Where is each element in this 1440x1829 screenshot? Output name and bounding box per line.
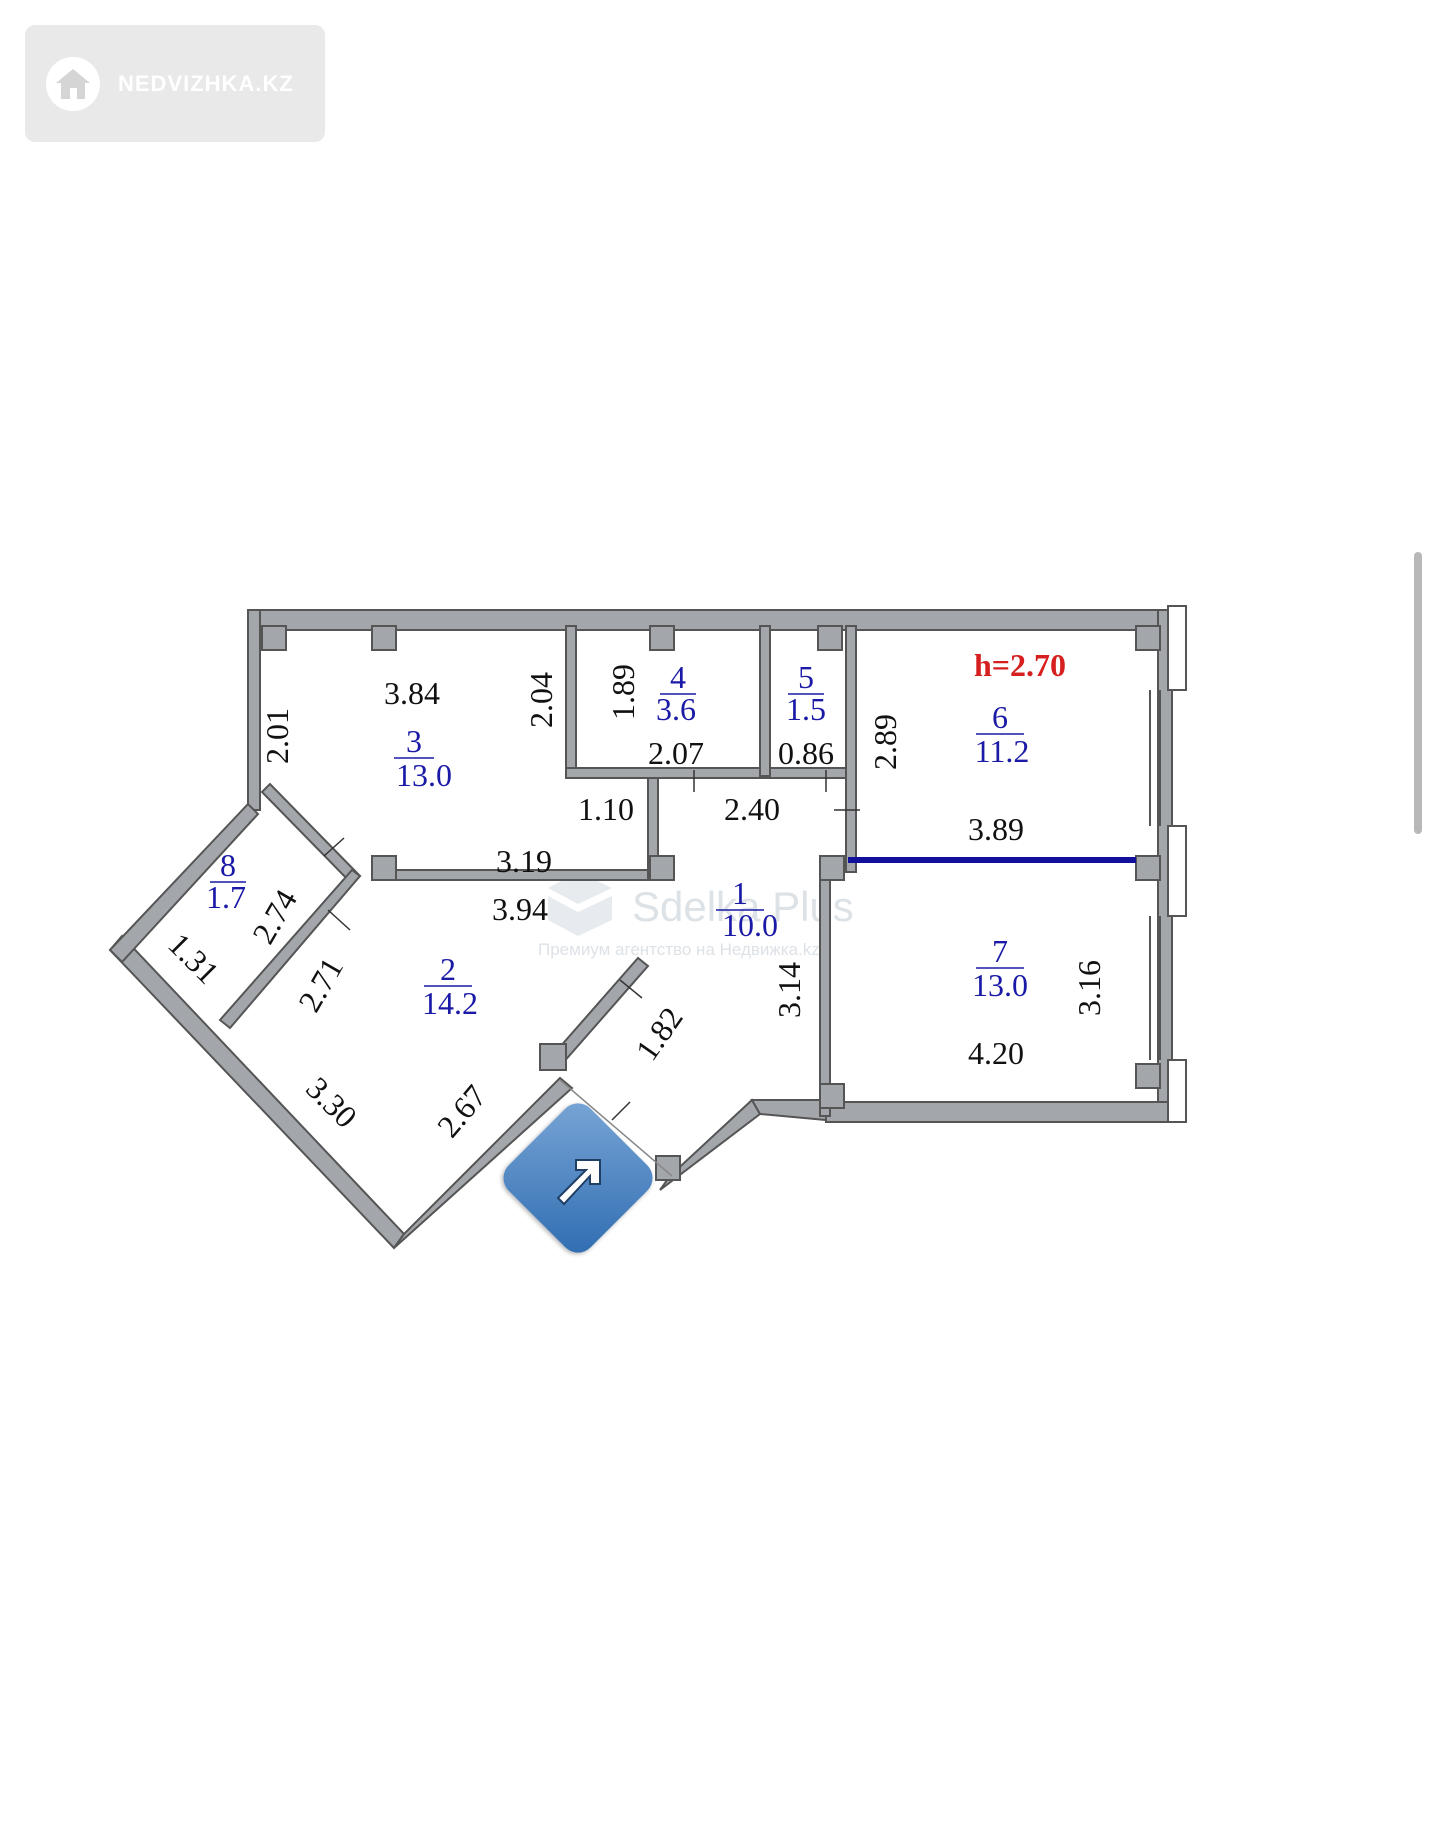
dim-room5-width: 0.86 (778, 735, 834, 771)
window-frame (1167, 605, 1187, 691)
room-6-area: 11.2 (975, 733, 1030, 769)
watermark-subtitle: Премиум агентство на Недвижка.kz (538, 940, 820, 959)
dim-room6-side: 2.89 (867, 714, 903, 770)
dim-room4-width: 2.07 (648, 735, 704, 771)
room-8-area: 1.7 (206, 879, 246, 915)
dim-hall-top: 2.40 (724, 791, 780, 827)
dim-room2-top: 3.94 (492, 891, 548, 927)
room-2-number: 2 (440, 951, 456, 987)
room-8-number: 8 (220, 847, 236, 883)
dim-hall-door: 1.10 (578, 791, 634, 827)
balcony-west-wall (108, 802, 260, 964)
dim-room4-side: 1.89 (605, 664, 641, 720)
windows (1149, 605, 1187, 1123)
south-wall-left (393, 1076, 574, 1249)
dim-room7-side: 3.16 (1071, 960, 1107, 1016)
room-7-area: 13.0 (972, 967, 1028, 1003)
dim-balcony-diag: 1.31 (161, 926, 226, 991)
window-frame (1167, 1059, 1187, 1123)
room-7-number: 7 (992, 933, 1008, 969)
room-5-area: 1.5 (786, 691, 826, 727)
arrow-up-right-icon[interactable] (495, 1095, 661, 1261)
wall-3-4 (565, 625, 577, 779)
dim-room3-bottom: 3.19 (496, 843, 552, 879)
wall-4-5 (759, 625, 771, 777)
watermark: Sdelka Plus Премиум агентство на Недвижк… (538, 872, 854, 959)
wall-5-6 (845, 625, 857, 873)
watermark-logo-icon (548, 872, 612, 936)
dim-room2-bottom: 3.30 (299, 1070, 364, 1135)
room-4-number: 4 (670, 659, 686, 695)
room-4-area: 3.6 (656, 691, 696, 727)
dim-corridor-diag: 1.82 (628, 1000, 690, 1067)
room-5-number: 5 (798, 659, 814, 695)
watermark-title: Sdelka Plus (632, 883, 854, 930)
pillars (261, 625, 1161, 1181)
wall-hall-7 (819, 865, 831, 1117)
room-2-area: 14.2 (422, 985, 478, 1021)
wall-8-2 (218, 868, 362, 1030)
ceiling-height: h=2.70 (974, 647, 1066, 683)
dim-room3-left: 2.01 (259, 708, 295, 764)
room-labels: 3 13.0 4 3.6 5 1.5 6 11.2 1 10.0 7 13.0 … (206, 659, 1029, 1021)
wall-3-8 (260, 782, 362, 886)
dim-hall-side: 3.14 (771, 962, 807, 1018)
window-frame (1167, 825, 1187, 917)
room-1-number: 1 (732, 875, 748, 911)
site-badge[interactable]: NEDVIZHKA.KZ (25, 25, 325, 142)
site-name: NEDVIZHKA.KZ (118, 70, 294, 96)
south-wall-join (750, 1099, 827, 1122)
house-icon (46, 56, 100, 111)
dim-room7-width: 4.20 (968, 1035, 1024, 1071)
room-6-number: 6 (992, 699, 1008, 735)
exterior-walls (108, 609, 1173, 1250)
bottom-right-wall (825, 1101, 1173, 1123)
dim-room3-right: 2.04 (523, 672, 559, 728)
scrollbar[interactable] (1414, 552, 1422, 834)
interior-walls (218, 625, 857, 1117)
dim-room2-left: 2.71 (291, 951, 350, 1017)
room-3-number: 3 (406, 723, 422, 759)
door-marks (323, 770, 860, 1177)
room-1-area: 10.0 (722, 907, 778, 943)
dim-room6-width: 3.89 (968, 811, 1024, 847)
dim-room2-right: 2.67 (430, 1078, 494, 1144)
dim-room3-width: 3.84 (384, 675, 440, 711)
room-3-area: 13.0 (396, 757, 452, 793)
